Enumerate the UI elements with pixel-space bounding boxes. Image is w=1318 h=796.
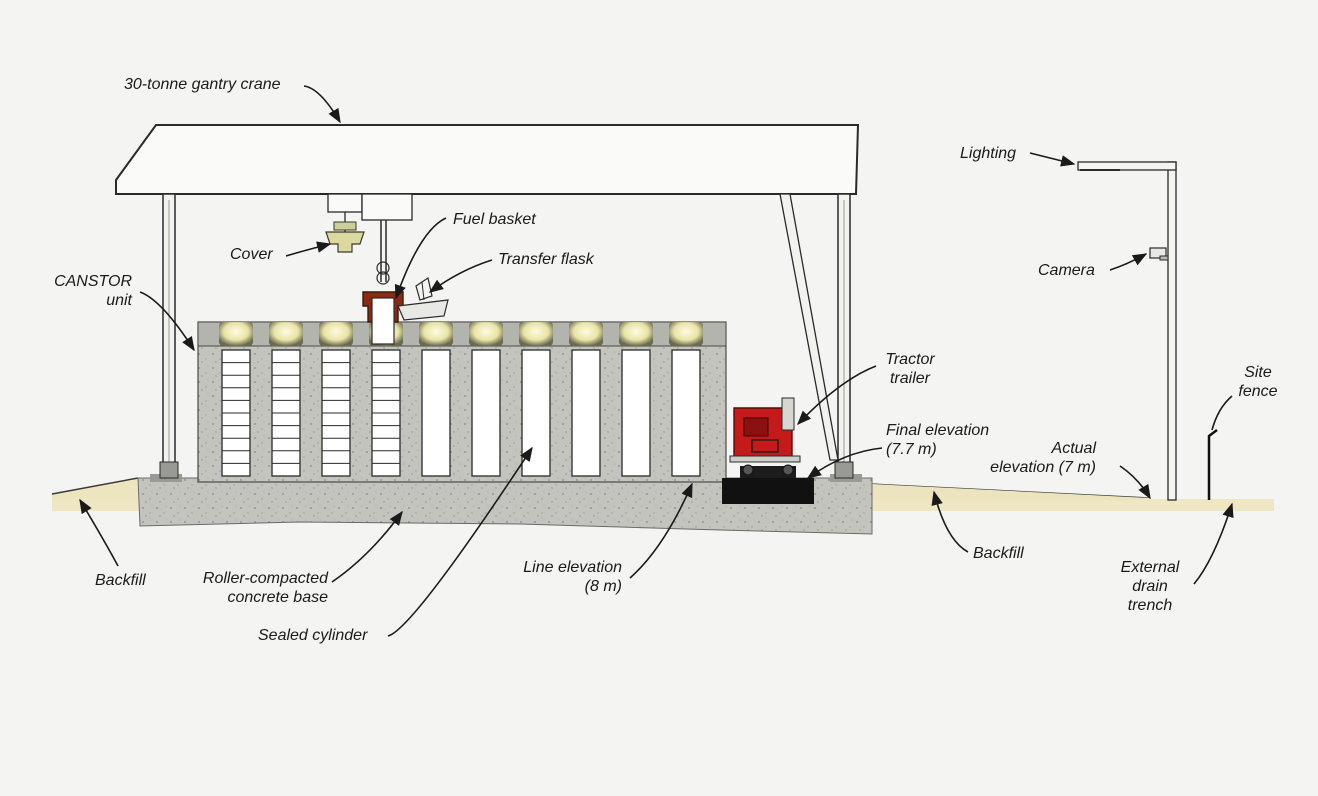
- cylinder-cap: [269, 322, 303, 346]
- label-actual-elevation-line2: elevation (7 m): [990, 459, 1096, 476]
- label-roller-compacted-base-line2: concrete base: [227, 589, 328, 606]
- sealed-cylinders: [219, 322, 703, 477]
- label-transfer-flask: Transfer flask: [498, 251, 594, 268]
- label-site-fence-line1: Site: [1244, 364, 1272, 381]
- label-fuel-basket: Fuel basket: [453, 211, 536, 228]
- label-sealed-cylinder: Sealed cylinder: [258, 627, 368, 644]
- cover: [325, 221, 365, 253]
- label-external-drain-trench: External drain trench: [1112, 558, 1188, 615]
- cylinder-cap: [469, 322, 503, 346]
- label-line-elevation: Line elevation (8 m): [500, 558, 622, 596]
- label-tractor-trailer-line1: Tractor: [885, 351, 935, 368]
- label-canstor-unit-line1: CANSTOR: [54, 273, 132, 290]
- label-final-elevation: Final elevation (7.7 m): [886, 421, 989, 459]
- cylinder-body: [471, 349, 501, 477]
- label-lighting: Lighting: [960, 145, 1017, 162]
- label-external-drain-trench-line1: External: [1120, 559, 1180, 576]
- cylinder-cap: [519, 322, 553, 346]
- label-final-elevation-line1: Final elevation: [886, 422, 990, 439]
- sealed-cylinder-9: [619, 322, 653, 477]
- cylinder-cap: [419, 322, 453, 346]
- label-site-fence-line2: fence: [1238, 383, 1278, 400]
- sealed-cylinder-7: [519, 322, 553, 477]
- label-camera: Camera: [1038, 262, 1095, 279]
- sealed-cylinder-6: [469, 322, 503, 477]
- cylinder-cap: [619, 322, 653, 346]
- camera-icon: [1149, 247, 1169, 261]
- leader-lines: [79, 85, 1234, 637]
- label-gantry-crane: 30-tonne gantry crane: [124, 76, 281, 93]
- sealed-cylinder-1: [219, 322, 253, 477]
- light-pole: [1077, 161, 1177, 501]
- label-tractor-trailer: Tractor trailer: [872, 350, 948, 388]
- sealed-cylinder-4: [369, 322, 403, 477]
- sealed-cylinder-2: [269, 322, 303, 477]
- cylinder-body: [671, 349, 701, 477]
- cylinder-body: [621, 349, 651, 477]
- cylinder-cap: [219, 322, 253, 346]
- label-canstor-unit-line2: unit: [106, 292, 132, 309]
- label-backfill-left: Backfill: [95, 572, 146, 589]
- cylinder-cap: [319, 322, 353, 346]
- cylinder-body: [421, 349, 451, 477]
- label-roller-compacted-base-line1: Roller-compacted: [202, 570, 328, 587]
- cylinder-cap: [569, 322, 603, 346]
- label-external-drain-trench-line3: trench: [1127, 597, 1173, 614]
- sealed-cylinder-10: [669, 322, 703, 477]
- label-line-elevation-line2: (8 m): [584, 578, 622, 595]
- cylinder-cap: [669, 322, 703, 346]
- label-backfill-right: Backfill: [973, 545, 1024, 562]
- label-line-elevation-line1: Line elevation: [523, 559, 622, 576]
- label-cover: Cover: [230, 246, 273, 263]
- label-tractor-trailer-line2: trailer: [889, 370, 930, 387]
- sealed-cylinder-3: [319, 322, 353, 477]
- tractor-trailer: [722, 397, 814, 504]
- site-fence-icon: [1207, 429, 1218, 500]
- label-roller-compacted-base: Roller-compacted concrete base: [180, 569, 328, 607]
- label-final-elevation-line2: (7.7 m): [886, 441, 937, 458]
- cylinder-body: [571, 349, 601, 477]
- gantry-crane: [115, 124, 860, 479]
- label-actual-elevation: Actual elevation (7 m): [968, 439, 1096, 477]
- sealed-cylinder-8: [569, 322, 603, 477]
- label-canstor-unit: CANSTOR unit: [42, 272, 132, 310]
- label-site-fence: Site fence: [1232, 363, 1284, 401]
- label-external-drain-trench-line2: drain: [1132, 578, 1168, 595]
- label-actual-elevation-line1: Actual: [1051, 440, 1096, 457]
- sealed-cylinder-5: [419, 322, 453, 477]
